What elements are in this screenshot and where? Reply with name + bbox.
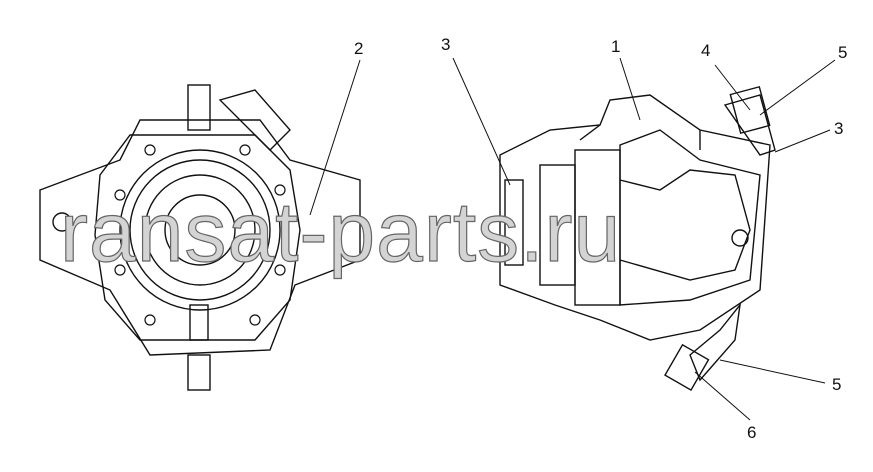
front-view-pump (39, 84, 361, 391)
callout-2: 2 (354, 39, 364, 58)
callout-3: 3 (441, 35, 451, 54)
callout-3: 3 (834, 119, 844, 138)
leader-lines (309, 57, 836, 421)
callout-6: 6 (747, 423, 757, 442)
callout-5: 5 (838, 43, 848, 62)
callout-1: 1 (611, 37, 621, 56)
callout-5: 5 (832, 375, 842, 394)
section-view-pump (499, 85, 776, 392)
watermark: ransat-parts.ru (59, 185, 622, 279)
callout-4: 4 (701, 41, 711, 60)
